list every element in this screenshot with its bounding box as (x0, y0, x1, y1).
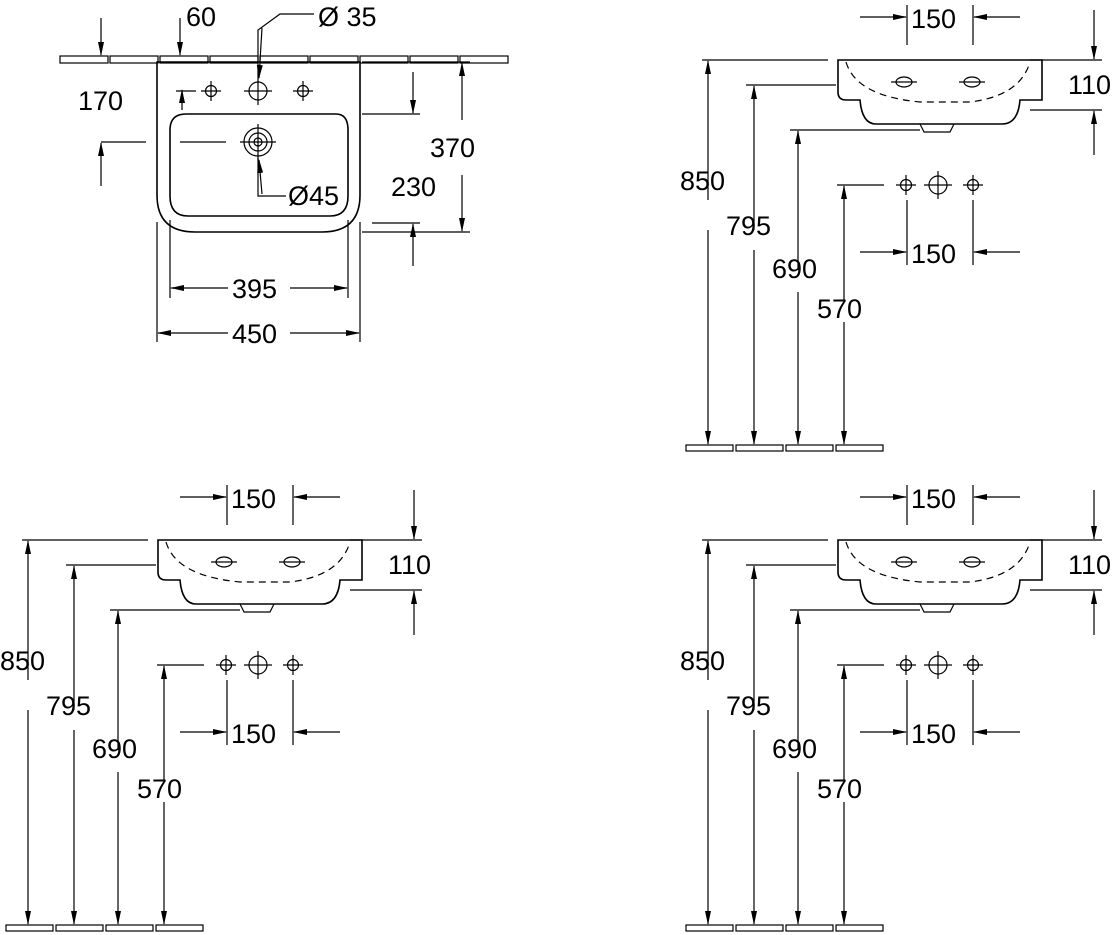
tap-hole-right-icon (958, 76, 986, 88)
dim-795-label: 795 (726, 691, 771, 721)
basin-bowl (169, 113, 349, 217)
dim-170-label: 170 (78, 86, 123, 116)
basin-outline (156, 61, 361, 233)
dim-370-label: 370 (430, 133, 475, 163)
dim-570-label: 570 (817, 294, 862, 324)
dim-690-label: 690 (92, 734, 137, 764)
floor-slab (685, 924, 884, 932)
tap-hole-left-icon (890, 556, 918, 568)
connection-center-icon (243, 650, 273, 680)
tap-hole-left-icon (210, 556, 238, 568)
connection-right-icon (962, 654, 984, 676)
dim-dia45-label: Ø45 (288, 181, 339, 211)
side-view-lower-right: 150 110 850 795 690 570 150 (680, 484, 1111, 932)
dim-150-bottom-label: 150 (231, 719, 276, 749)
tap-hole-left-icon (890, 76, 918, 88)
drain-icon (240, 124, 276, 160)
dim-850-label: 850 (0, 646, 45, 676)
dim-150-bottom-label: 150 (911, 719, 956, 749)
dim-150-top-label: 150 (911, 484, 956, 514)
dim-60-label: 60 (186, 2, 216, 32)
dim-690-label: 690 (772, 734, 817, 764)
dim-150-bottom-label: 150 (911, 239, 956, 269)
dim-230-label: 230 (391, 172, 436, 202)
connection-center-icon (923, 170, 953, 200)
basin-side (157, 539, 363, 605)
tap-hole-right-icon (958, 556, 986, 568)
dim-450-label: 450 (232, 319, 277, 349)
floor-slab (5, 924, 204, 932)
connection-left-icon (895, 654, 917, 676)
connection-left-icon (895, 174, 917, 196)
dim-850-label: 850 (680, 166, 725, 196)
basin-side (837, 59, 1043, 125)
dim-690-label: 690 (772, 254, 817, 284)
tap-hole-left-icon (200, 80, 222, 102)
dim-570-label: 570 (817, 774, 862, 804)
connection-right-icon (962, 174, 984, 196)
dim-850-label: 850 (680, 646, 725, 676)
tap-hole-right-icon (278, 556, 306, 568)
dim-110-label: 110 (388, 550, 431, 580)
connection-right-icon (282, 654, 304, 676)
dim-150-top-label: 150 (911, 4, 956, 34)
dim-395-label: 395 (232, 274, 277, 304)
top-view: 60 Ø 35 170 Ø45 370 230 395 (59, 2, 509, 349)
dim-dia35-label: Ø 35 (318, 2, 377, 32)
dim-570-label: 570 (137, 774, 182, 804)
dim-110-label: 110 (1068, 70, 1111, 100)
side-view-upper-right: 150 110 850 795 690 570 150 (680, 4, 1111, 452)
basin-side (837, 539, 1043, 605)
dim-150-top-label: 150 (231, 484, 276, 514)
tap-hole-right-icon (292, 80, 314, 102)
dim-795-label: 795 (726, 211, 771, 241)
dim-110-label: 110 (1068, 550, 1111, 580)
side-view-lower-left: 150 110 850 795 690 570 150 (0, 484, 431, 932)
floor-slab (685, 444, 884, 452)
tap-hole-center-icon (243, 76, 273, 106)
dim-795-label: 795 (46, 691, 91, 721)
connection-center-icon (923, 650, 953, 680)
connection-left-icon (215, 654, 237, 676)
